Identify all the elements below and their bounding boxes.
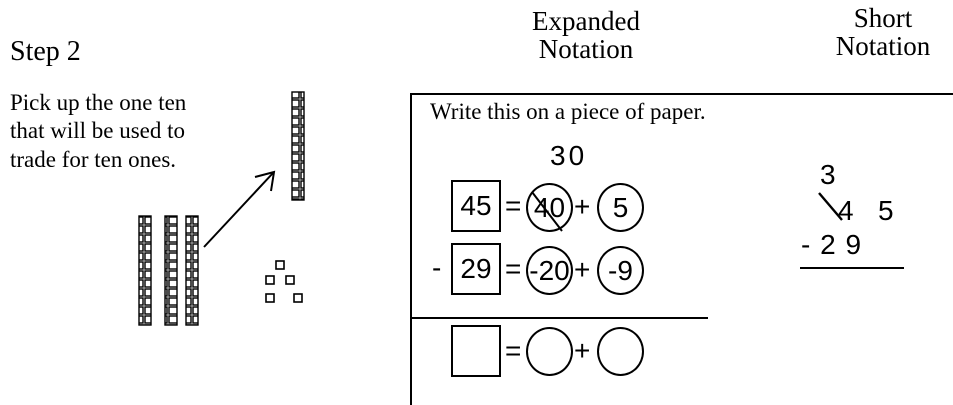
expanded-header-line-2: Notation xyxy=(538,34,634,64)
answer-tens-circle xyxy=(526,327,573,376)
base-ten-blocks-illustration xyxy=(138,91,843,326)
unit-cube xyxy=(265,275,275,285)
arrow-icon xyxy=(203,170,276,248)
picked-ten-rod xyxy=(291,91,305,201)
ten-rod xyxy=(185,215,199,326)
unit-cube xyxy=(293,293,303,303)
short-regroup-value: 3 xyxy=(820,159,836,190)
short-top-tens: 4 xyxy=(838,195,854,226)
unit-cube xyxy=(275,260,285,270)
unit-cube xyxy=(285,275,295,285)
instruction-line-1: Pick up the one ten xyxy=(10,90,187,115)
regroup-tens-value: 30 xyxy=(550,140,588,171)
short-sum-line xyxy=(800,267,904,269)
cross-out-mark xyxy=(818,192,843,221)
tens-circle: -20 xyxy=(526,246,573,295)
unit-cubes xyxy=(265,260,303,303)
step-title: Step 2 xyxy=(10,36,81,67)
short-header-line-1: Short xyxy=(853,3,913,33)
total-box: 45 xyxy=(451,180,501,232)
short-header-line-2: Notation xyxy=(835,31,931,61)
work-prompt: Write this on a piece of paper. xyxy=(430,99,706,124)
instruction-line-3: trade for ten ones. xyxy=(10,147,177,172)
tens-circle: 40 xyxy=(526,183,573,232)
short-bottom-number: - 2 9 xyxy=(801,229,862,260)
short-notation-header: Short Notation xyxy=(812,4,953,60)
expanded-notation-header: Expanded Notation xyxy=(497,7,675,63)
answer-total-box xyxy=(451,325,501,377)
equals-sign: = xyxy=(505,253,522,284)
work-area-frame xyxy=(410,93,953,405)
minus-sign: - xyxy=(432,252,442,283)
plus-sign: + xyxy=(574,335,591,366)
answer-ones-circle xyxy=(597,327,644,376)
short-top-ones: 5 xyxy=(878,195,894,226)
equals-sign: = xyxy=(505,335,522,366)
ten-rod xyxy=(164,215,178,326)
plus-sign: + xyxy=(574,191,591,222)
equals-sign: = xyxy=(505,190,522,221)
ones-circle: 5 xyxy=(597,183,644,232)
sum-line xyxy=(410,317,708,319)
unit-cube xyxy=(265,293,275,303)
expanded-header-line-1: Expanded xyxy=(532,6,640,36)
instruction-line-2: that will be used to xyxy=(10,118,186,143)
ten-rod xyxy=(138,215,152,326)
total-box: 29 xyxy=(451,243,501,295)
ones-circle: -9 xyxy=(597,246,644,295)
plus-sign: + xyxy=(574,254,591,285)
